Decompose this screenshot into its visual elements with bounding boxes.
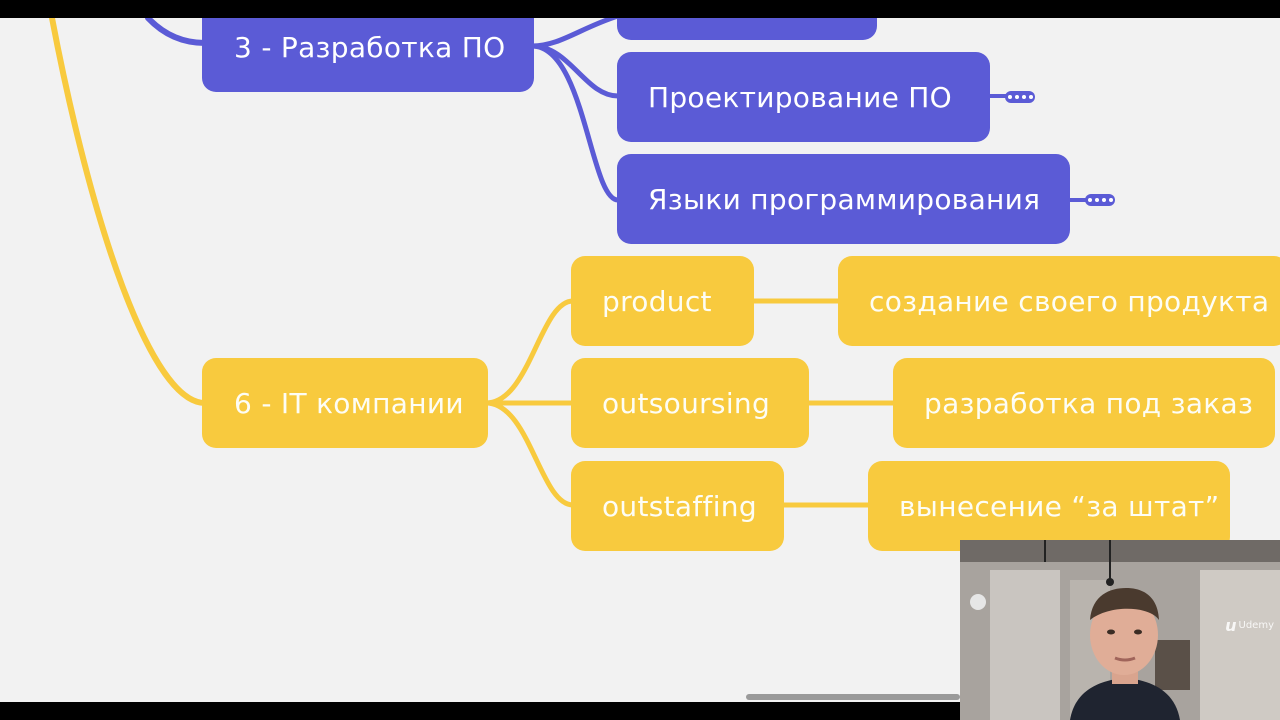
mindmap-node-partial[interactable] xyxy=(617,18,877,40)
purple-link-languages xyxy=(531,43,619,203)
mindmap-node-label: product xyxy=(602,284,712,318)
more-dots-icon[interactable] xyxy=(1005,91,1035,103)
yellow-trunk-line xyxy=(49,18,208,406)
more-dots-icon[interactable] xyxy=(1085,194,1115,206)
mindmap-node-outsoursing-desc[interactable]: разработка под заказ xyxy=(893,358,1275,448)
yellow-link-outstaffing xyxy=(485,400,574,508)
mindmap-node-it[interactable]: 6 - IT компании xyxy=(202,358,488,448)
udemy-logo-icon: u xyxy=(1225,616,1237,635)
mindmap-canvas[interactable]: 3 - Разработка ПО Проектирование ПО Язык… xyxy=(0,18,1280,702)
presenter-webcam: u Udemy xyxy=(960,540,1280,720)
mindmap-node-outstaffing-desc[interactable]: вынесение “за штат” xyxy=(868,461,1230,551)
mindmap-node-label: Языки программирования xyxy=(648,182,1041,216)
mindmap-node-dev[interactable]: 3 - Разработка ПО xyxy=(202,18,534,92)
udemy-watermark: u Udemy xyxy=(1225,616,1274,635)
mindmap-node-label: 3 - Разработка ПО xyxy=(234,30,506,64)
mindmap-node-label: разработка под заказ xyxy=(924,386,1254,420)
mindmap-node-label: 6 - IT компании xyxy=(234,386,464,420)
mindmap-node-label: outsoursing xyxy=(602,386,771,420)
mindmap-connectors xyxy=(49,18,1086,508)
mindmap-node-label: Проектирование ПО xyxy=(648,80,952,114)
webcam-feed xyxy=(960,540,1280,720)
mindmap-node-outstaffing[interactable]: outstaffing xyxy=(571,461,784,551)
mindmap-node-product-desc[interactable]: создание своего продукта xyxy=(838,256,1280,346)
horizontal-scrollbar[interactable] xyxy=(746,694,960,700)
mindmap-node-product[interactable]: product xyxy=(571,256,754,346)
mindmap-node-design[interactable]: Проектирование ПО xyxy=(617,52,990,142)
purple-trunk-line xyxy=(145,18,208,46)
mindmap-node-label: вынесение “за штат” xyxy=(899,489,1220,523)
mindmap-node-label: создание своего продукта xyxy=(869,284,1270,318)
udemy-brand-text: Udemy xyxy=(1238,620,1274,631)
mindmap-node-languages[interactable]: Языки программирования xyxy=(617,154,1070,244)
purple-link-top xyxy=(531,18,619,49)
mindmap-node-outsoursing[interactable]: outsoursing xyxy=(571,358,809,448)
yellow-link-product xyxy=(485,298,574,406)
mindmap-node-label: outstaffing xyxy=(602,489,757,523)
